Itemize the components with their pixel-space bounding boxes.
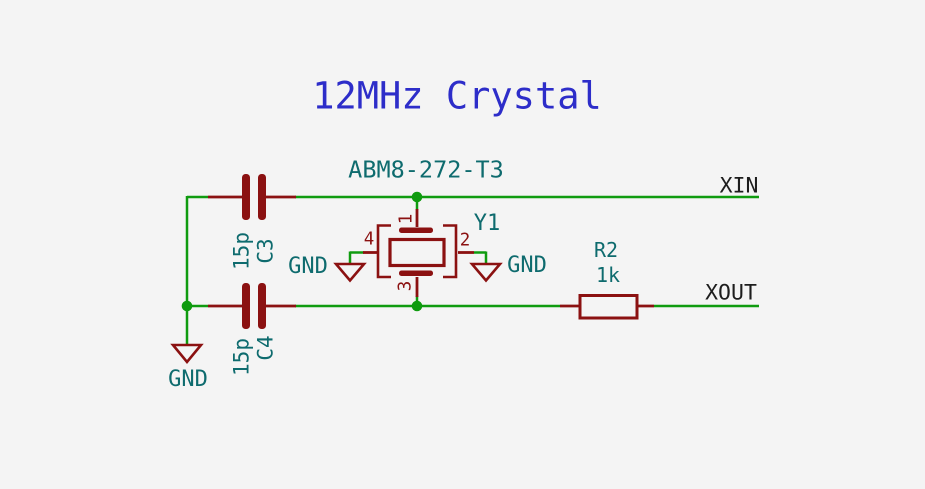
- crystal-body: [388, 237, 446, 268]
- gnd-symbols: [170, 262, 503, 365]
- junction-left-corner: [181, 300, 193, 312]
- c4-plate-left: [242, 283, 250, 329]
- capacitor-c4-symbol: [242, 283, 266, 329]
- gnd-label-crystal-right: GND: [507, 253, 547, 278]
- gnd-label-bottom-left: GND: [168, 367, 208, 392]
- resistor-r2-symbol: [578, 294, 639, 320]
- wire-crystal-pin2-stub: [474, 251, 488, 264]
- crystal-case-bracket-left: [376, 224, 391, 279]
- gnd-symbol-crystal-left: [333, 262, 367, 283]
- wires: [185, 195, 759, 345]
- c4-plate-right: [258, 283, 266, 329]
- c3-value-label: 15p: [229, 232, 254, 270]
- schematic-title: 12MHz Crystal: [312, 74, 602, 118]
- crystal-part-number: ABM8-272-T3: [348, 155, 504, 184]
- crystal-pin-number-4: 4: [363, 229, 375, 250]
- junction-xout-crystal: [411, 300, 423, 312]
- capacitor-c3-symbol: [242, 174, 266, 220]
- crystal-pin-number-1: 1: [396, 213, 417, 225]
- pin-leads: [208, 195, 654, 308]
- gnd-symbol-crystal-right: [469, 262, 503, 283]
- crystal-y1-symbol: [376, 224, 458, 279]
- crystal-plate-bottom: [399, 270, 433, 276]
- c4-reference-label: C4: [253, 335, 278, 361]
- crystal-pin-number-2: 2: [459, 230, 471, 251]
- c3-reference-label: C3: [253, 238, 278, 264]
- c3-plate-left: [242, 174, 250, 220]
- c3-plate-right: [258, 174, 266, 220]
- net-label-xin: XIN: [719, 173, 759, 199]
- wire-crystal-pin4-stub: [348, 251, 364, 264]
- crystal-plate-top: [399, 227, 433, 233]
- crystal-pin-number-3: 3: [395, 280, 416, 292]
- gnd-label-crystal-left: GND: [288, 254, 328, 279]
- crystal-reference: Y1: [473, 211, 501, 236]
- c4-value-label: 15p: [229, 338, 254, 376]
- r2-value-label: 1k: [595, 263, 621, 287]
- crystal-case-bracket-right: [443, 224, 458, 279]
- net-label-xout: XOUT: [705, 280, 757, 306]
- junctions: [181, 191, 423, 312]
- junction-xin-crystal: [411, 191, 423, 203]
- gnd-symbol-bottom-left: [170, 343, 204, 365]
- r2-reference-label: R2: [593, 238, 619, 262]
